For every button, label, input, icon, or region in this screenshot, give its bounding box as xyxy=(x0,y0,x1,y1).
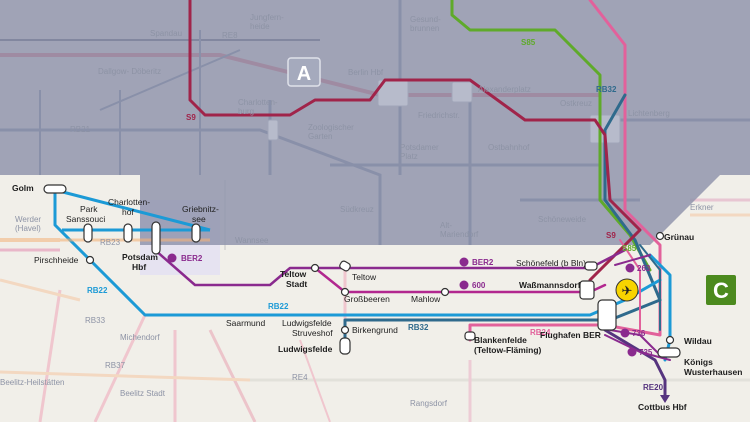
bus-labels: BER2 BER2 600 263 736 735 xyxy=(167,253,653,357)
station-teltow: Teltow xyxy=(352,272,377,282)
airplane-icon: ✈ xyxy=(615,278,639,302)
label-lichtenberg: Lichtenberg xyxy=(628,109,670,118)
faded-line-labels: RE8 RB21 RB23 RB33 RB37 RE4 xyxy=(70,31,308,382)
label-beelitz-stadt: Beelitz Stadt xyxy=(120,389,166,398)
station-wassmannsdorf: Waßmannsdorf xyxy=(519,280,581,290)
label-wannsee: Wannsee xyxy=(235,236,269,245)
faded-line-rb21: RB21 xyxy=(70,125,91,134)
station-wildau: Wildau xyxy=(684,336,712,346)
station-mahlow: Mahlow xyxy=(411,294,441,304)
label-rangsdorf: Rangsdorf xyxy=(410,399,448,408)
zone-a-marker xyxy=(287,57,321,87)
label-jungfernheide: Jungfern-heide xyxy=(250,13,284,31)
bus-label-736: 736 xyxy=(632,329,646,338)
line-re20 xyxy=(603,328,667,397)
station-golm: Golm xyxy=(12,183,34,193)
station-schoenefeld: Schönefeld (b Bln) xyxy=(516,258,586,268)
bus-label-ber2-right: BER2 xyxy=(472,258,494,267)
line-label-rb24: RB24 xyxy=(530,328,551,337)
label-beelitz-heil: Beelitz-Heilstätten xyxy=(0,378,64,387)
line-label-rb22-left: RB22 xyxy=(87,286,108,295)
station-grossbeeren: Großbeeren xyxy=(344,294,390,304)
label-gesundbrunnen: Gesund-brunnen xyxy=(410,15,441,33)
label-michendorf: Michendorf xyxy=(120,333,160,342)
label-dallgow: Dallgow- Döberitz xyxy=(98,67,161,76)
zone-c-marker xyxy=(706,275,736,305)
line-label-rb32-top: RB32 xyxy=(596,85,617,94)
line-label-s85-top: S85 xyxy=(521,38,536,47)
label-schoeneweide: Schöneweide xyxy=(538,215,587,224)
station-birkengrund: Birkengrund xyxy=(352,325,398,335)
label-alexanderplatz: Alexanderplatz xyxy=(478,85,531,94)
line-labels: S9 S85 RB32 S9 S85 RB22 RB22 RB32 RB24 R… xyxy=(87,38,664,392)
line-label-s85-mid: S85 xyxy=(622,244,637,253)
line-label-s9-mid: S9 xyxy=(606,231,616,240)
bus-600 xyxy=(313,266,607,294)
faded-labels: Spandau Dallgow- Döberitz Charlotten-bur… xyxy=(0,13,714,408)
line-label-rb22-mid: RB22 xyxy=(268,302,289,311)
line-s9 xyxy=(188,0,642,282)
station-griebnitzsee: Griebnitz-see xyxy=(182,204,219,224)
zone-a-overlay xyxy=(0,0,750,245)
line-label-re20: RE20 xyxy=(643,383,664,392)
label-ostkreuz: Ostkreuz xyxy=(560,99,592,108)
station-markers xyxy=(43,184,681,358)
station-flughafen-ber: Flughafen BER xyxy=(540,330,601,340)
station-gruenau: Grünau xyxy=(664,232,694,242)
line-label-s9-top: S9 xyxy=(186,113,196,122)
faded-line-rb23: RB23 xyxy=(100,238,121,247)
label-suedkreuz: Südkreuz xyxy=(340,205,374,214)
station-pirschheide: Pirschheide xyxy=(34,255,79,265)
station-blankenfelde: Blankenfelde(Teltow-Fläming) xyxy=(474,335,542,355)
bus-label-735: 735 xyxy=(639,348,653,357)
label-berlin-hbf: Berlin Hbf xyxy=(348,68,384,77)
station-charlottenhof: Charlotten-hof xyxy=(108,197,150,217)
bus-label-263: 263 xyxy=(637,264,651,273)
re20-arrow xyxy=(660,395,670,403)
faded-line-re4: RE4 xyxy=(292,373,308,382)
label-marienfelde: Alt-Mariendorf xyxy=(440,221,479,239)
label-ostbahnhof: Ostbahnhof xyxy=(488,143,530,152)
line-label-rb32-mid: RB32 xyxy=(408,323,429,332)
svg-text:✈: ✈ xyxy=(622,284,633,299)
faded-line-rb37: RB37 xyxy=(105,361,126,370)
label-friedrichstr: Friedrichstr. xyxy=(418,111,460,120)
bus-736 xyxy=(609,329,661,356)
label-spandau: Spandau xyxy=(150,29,182,38)
station-ludwigsfelde: Ludwigsfelde xyxy=(278,344,333,354)
bus-label-600: 600 xyxy=(472,281,486,290)
label-erkner: Erkner xyxy=(690,203,714,212)
faded-line-rb33: RB33 xyxy=(85,316,106,325)
label-werder: Werder(Havel) xyxy=(15,215,41,233)
station-cottbus: Cottbus Hbf xyxy=(638,402,687,412)
bus-263 xyxy=(614,254,651,266)
bus-735 xyxy=(604,334,671,361)
station-saarmund: Saarmund xyxy=(226,318,265,328)
zone-a-label: A xyxy=(297,63,311,85)
bus-label-ber2-left: BER2 xyxy=(181,254,203,263)
faded-line-re8: RE8 xyxy=(222,31,238,40)
label-charlottenburg: Charlotten-burg xyxy=(238,98,278,116)
zone-c-label: C xyxy=(713,278,729,303)
